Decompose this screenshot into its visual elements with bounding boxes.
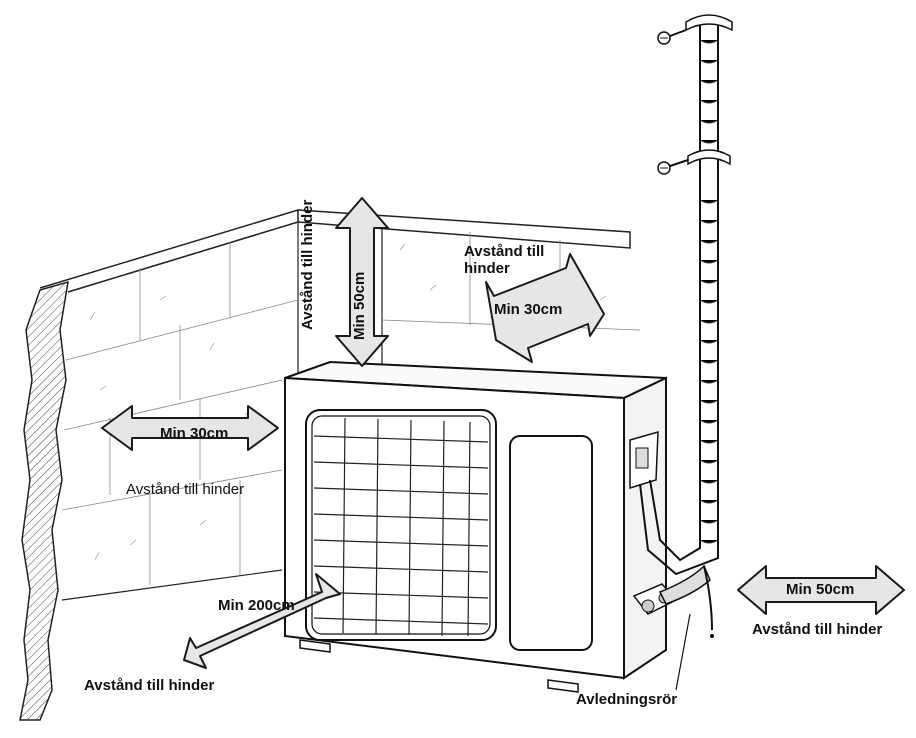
back-clearance-arrow (485, 253, 605, 363)
top-clearance-arrow (335, 197, 389, 367)
right-clearance-title: Avstånd till hinder (752, 621, 883, 638)
back-clearance-value: Min 30cm (494, 301, 563, 318)
top-clearance-title-text: Avstånd till hinder (299, 199, 316, 330)
left-clearance-arrow (101, 405, 279, 451)
outdoor-unit (284, 360, 678, 693)
front-clearance-value: Min 200cm (218, 597, 295, 614)
pipe-clamp (687, 149, 731, 166)
screw-icon (657, 29, 687, 45)
top-clearance-title: Avstånd till hinder (299, 199, 317, 330)
left-wall (19, 208, 299, 721)
drain-pipe-label: Avledningsrör (576, 691, 678, 708)
pipe-bundle (639, 14, 733, 576)
back-wall (297, 209, 641, 370)
service-panel (509, 435, 593, 651)
left-clearance-value: Min 30cm (160, 425, 229, 442)
fan-grille (305, 409, 497, 641)
drain-pipe (658, 564, 714, 691)
front-clearance-title: Avstånd till hinder (84, 677, 215, 694)
right-clearance-value: Min 50cm (786, 581, 855, 598)
unit-foot (547, 679, 579, 693)
front-clearance-arrow (183, 573, 341, 669)
top-clearance-value: Min 50cm (351, 271, 368, 340)
right-clearance-arrow (737, 565, 905, 615)
back-clearance-title: Avstånd till hinder (464, 243, 545, 277)
unit-foot (299, 639, 331, 653)
left-clearance-title: Avstånd till hinder (126, 481, 245, 498)
screw-icon (657, 159, 689, 175)
pipe-clamp (685, 14, 733, 32)
